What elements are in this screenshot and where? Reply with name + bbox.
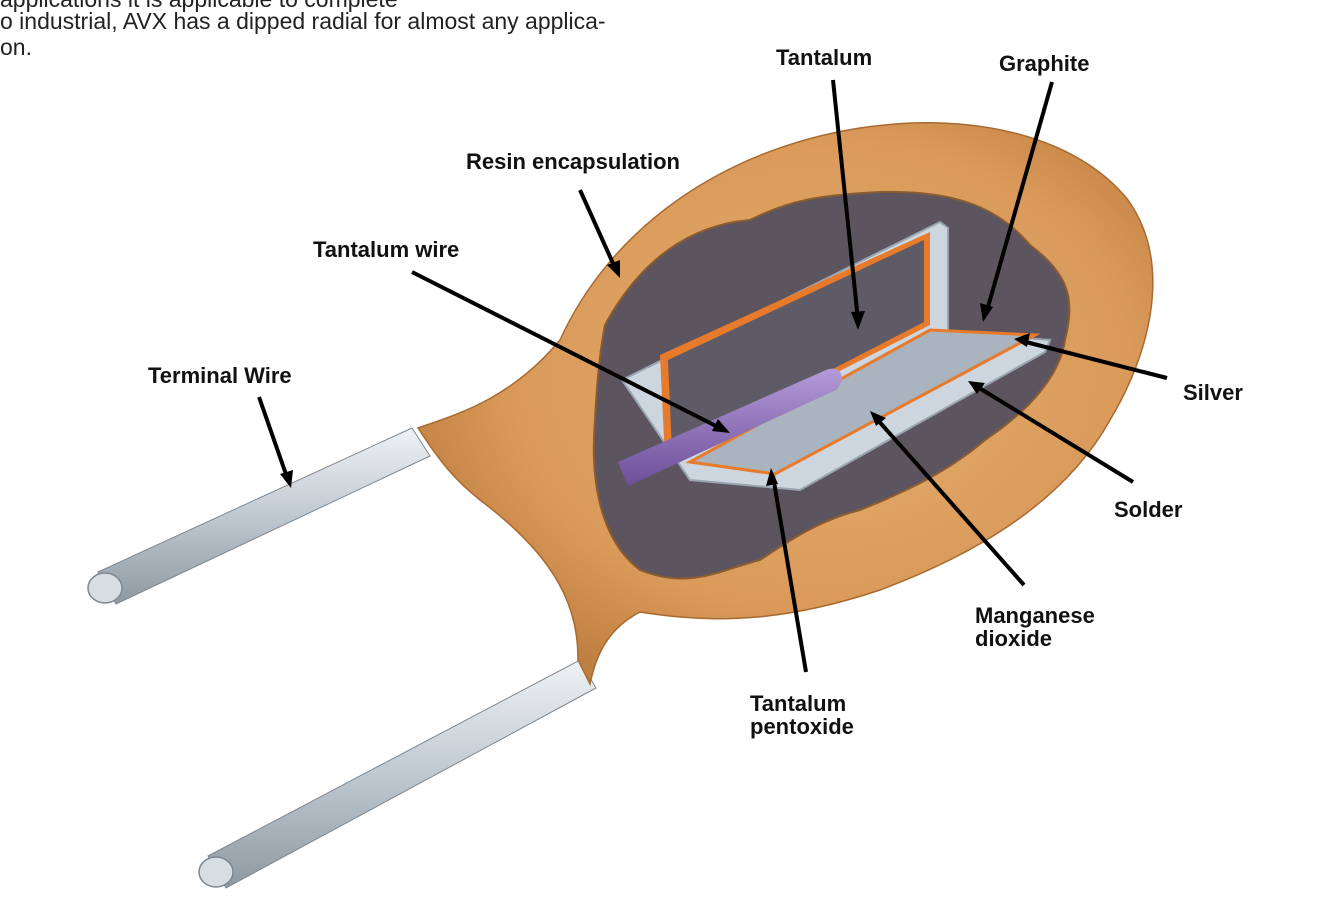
- label-graphite: Graphite: [999, 52, 1089, 75]
- terminal-lead-lower: [199, 660, 596, 888]
- label-solder: Solder: [1114, 498, 1182, 521]
- label-terminal-wire: Terminal Wire: [148, 364, 292, 387]
- label-tantalum: Tantalum: [776, 46, 872, 69]
- terminal-lead-upper: [88, 428, 430, 604]
- label-pentoxide-line-2: pentoxide: [750, 715, 854, 738]
- label-pentoxide-line-1: Tantalum: [750, 692, 854, 715]
- label-manganese-line-1: Manganese: [975, 604, 1095, 627]
- label-manganese-dioxide: Manganese dioxide: [975, 604, 1095, 650]
- label-silver: Silver: [1183, 381, 1243, 404]
- label-tantalum-pentoxide: Tantalum pentoxide: [750, 692, 854, 738]
- label-tantalum-wire: Tantalum wire: [313, 238, 459, 261]
- label-resin-encapsulation: Resin encapsulation: [466, 150, 680, 173]
- label-manganese-line-2: dioxide: [975, 627, 1095, 650]
